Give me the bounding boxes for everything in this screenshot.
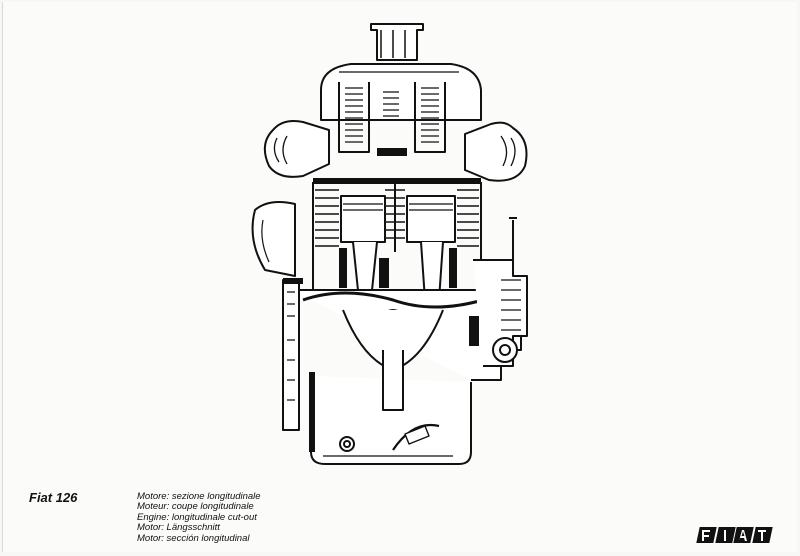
engine-cutaway-icon	[251, 23, 528, 465]
logo-letter-f	[696, 527, 717, 543]
fiat-logo	[696, 527, 772, 543]
logo-letter-a	[733, 527, 754, 543]
logo-letter-i	[714, 527, 735, 543]
caption-list: Motore: sezione longitudinale Moteur: co…	[137, 491, 261, 544]
caption-line-spanish: Motor: sección longitudinal	[137, 532, 250, 544]
model-title: Fiat 126	[29, 490, 78, 505]
logo-letter-t	[751, 527, 772, 543]
caption-line-italian: Motore: sezione longitudinale	[137, 491, 261, 502]
caption-line-german: Motor: Längsschnitt	[137, 522, 220, 534]
caption-line-french: Moteur: coupe longitudinale	[137, 501, 254, 513]
caption-line-english: Engine: longitudinale cut-out	[137, 511, 257, 523]
